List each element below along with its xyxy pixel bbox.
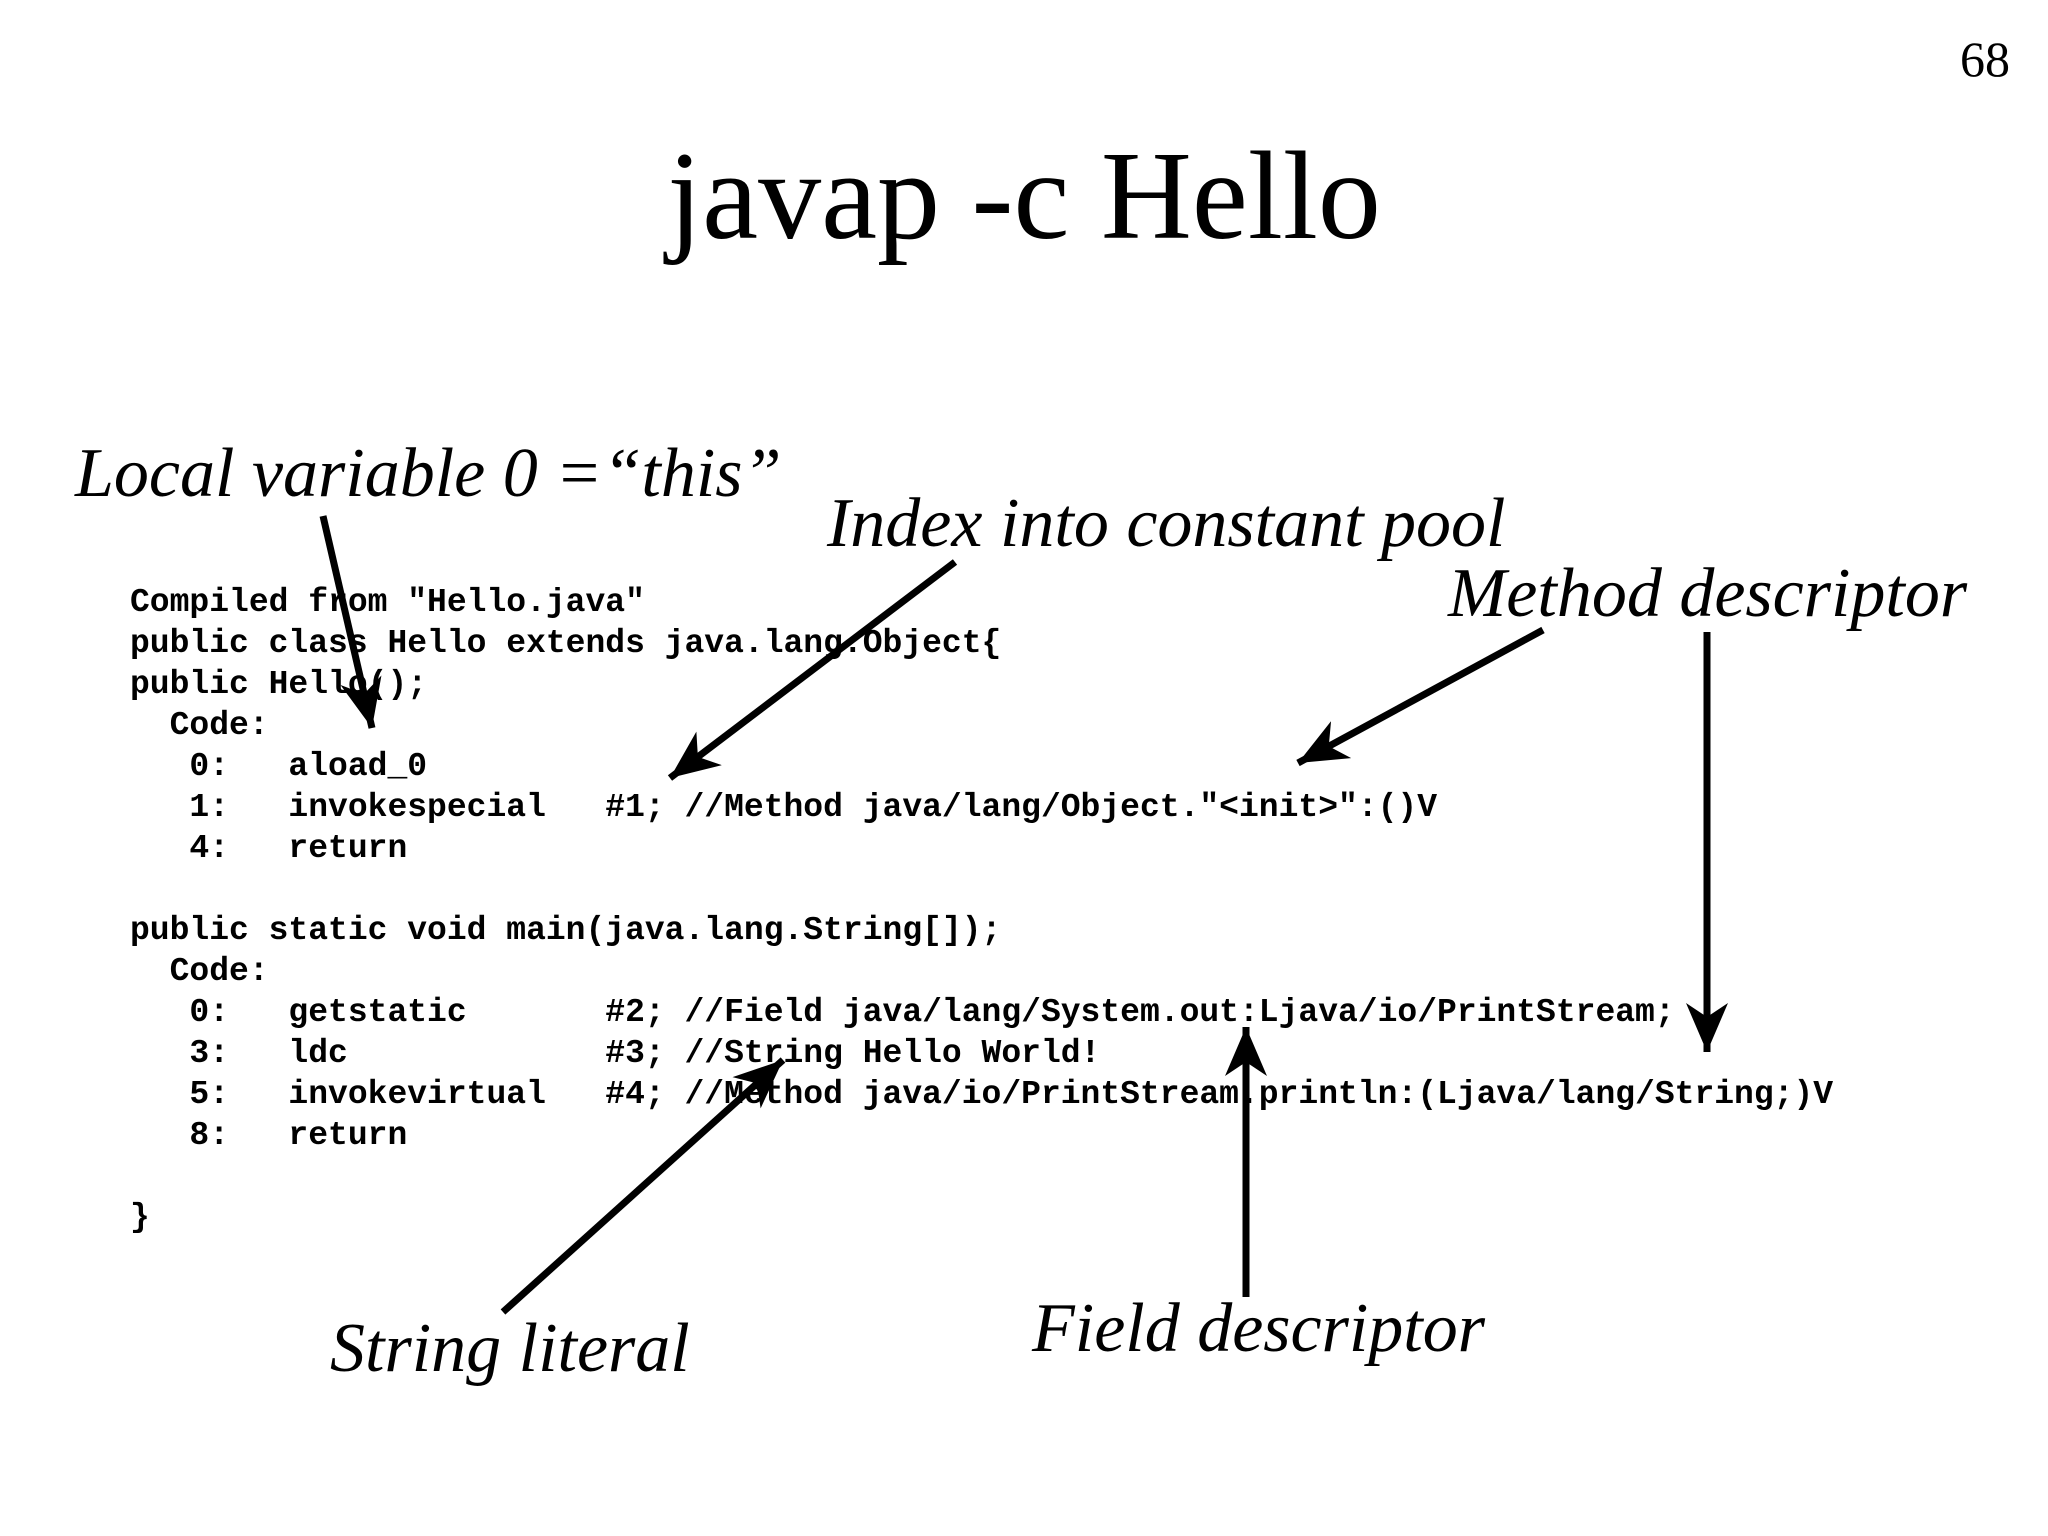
code-line: 8: return [130, 1117, 408, 1154]
field-descriptor-label: Field descriptor [1032, 1290, 1485, 1367]
method-descriptor-label: Method descriptor [1448, 555, 1968, 632]
code-line: 0: getstatic #2; //Field java/lang/Syste… [130, 994, 1675, 1031]
code-line: 5: invokevirtual #4; //Method java/io/Pr… [130, 1076, 1834, 1113]
code-line: } [130, 1199, 150, 1236]
code-block: Compiled from "Hello.java"public class H… [130, 582, 1833, 1238]
slide-title: javap -c Hello [667, 127, 1381, 266]
code-line: public Hello(); [130, 666, 428, 703]
local-variable-label: Local variable 0 =“this” [75, 435, 782, 512]
code-line: 3: ldc #3; //String Hello World! [130, 1035, 1101, 1072]
code-line: 1: invokespecial #1; //Method java/lang/… [130, 789, 1438, 826]
index-constant-pool-label: Index into constant pool [827, 485, 1506, 562]
code-line: 0: aload_0 [130, 748, 428, 785]
string-literal-label: String literal [330, 1310, 690, 1387]
code-line [130, 869, 1833, 910]
code-line: 4: return [130, 830, 408, 867]
code-line [130, 1156, 1833, 1197]
code-line: Code: [130, 707, 269, 744]
page-number: 68 [1960, 31, 2010, 87]
code-line: Code: [130, 953, 269, 990]
code-line: public static void main(java.lang.String… [130, 912, 1002, 949]
